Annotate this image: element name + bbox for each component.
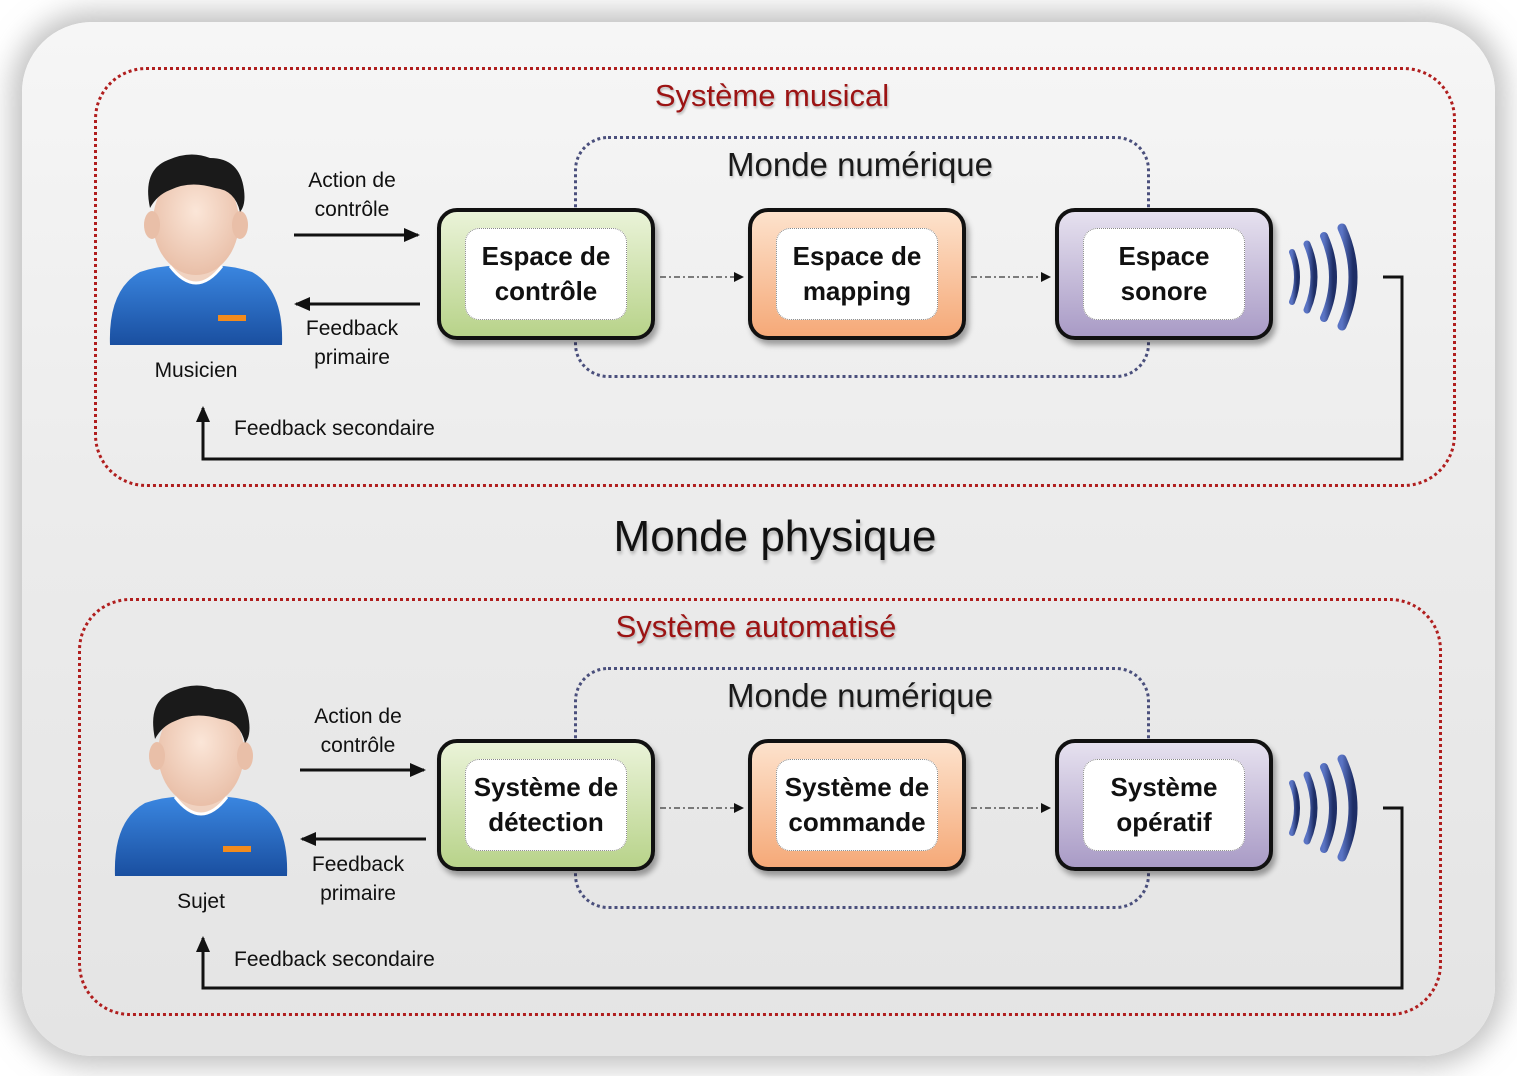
- detection-system-label: Système de détection: [473, 772, 619, 837]
- feedback-secondary-label-bottom: Feedback secondaire: [234, 948, 435, 971]
- digital-world-title-bottom: Monde numérique: [727, 677, 993, 714]
- mapping-space-block: Espace de mapping: [748, 208, 966, 340]
- feedback-secondary-arrow-top: [196, 275, 1404, 461]
- operative-system-block: Système opératif: [1055, 739, 1273, 871]
- feedback-primary-label-bottom: Feedback primaire: [311, 853, 405, 905]
- mapping-space-label: Espace de mapping: [792, 241, 922, 306]
- musical-system-frame: [94, 67, 1456, 487]
- automated-system-title: Système automatisé: [615, 609, 897, 644]
- action-label-top: Action de contrôle: [308, 169, 396, 221]
- feedback-primary-label-top: Feedback primaire: [305, 317, 399, 369]
- control-space-block: Espace de contrôle: [437, 208, 655, 340]
- command-system-block: Système de commande: [748, 739, 966, 871]
- sound-space-block: Espace sonore: [1055, 208, 1273, 340]
- feedback-secondary-arrow-bottom: [196, 806, 1404, 990]
- physical-world-title: Monde physique: [613, 512, 937, 561]
- diagram-card: [22, 22, 1495, 1056]
- subject-label: Sujet: [177, 890, 225, 913]
- feedback-secondary-label-top: Feedback secondaire: [234, 417, 435, 440]
- sound-waves-icon-bottom: [1289, 754, 1358, 862]
- musician-label: Musicien: [154, 359, 238, 382]
- command-system-label: Système de commande: [784, 772, 930, 837]
- musician-person-icon: [109, 154, 283, 345]
- control-space-label: Espace de contrôle: [481, 241, 611, 306]
- digital-world-title-top: Monde numérique: [727, 146, 993, 183]
- sound-waves-icon-top: [1289, 223, 1358, 331]
- automated-system-frame: [78, 598, 1442, 1016]
- action-label-bottom: Action de contrôle: [314, 705, 402, 757]
- sound-space-label: Espace sonore: [1118, 241, 1210, 306]
- musical-system-title: Système musical: [654, 78, 890, 113]
- detection-system-block: Système de détection: [437, 739, 655, 871]
- operative-system-label: Système opératif: [1110, 772, 1218, 837]
- subject-person-icon: [114, 685, 288, 876]
